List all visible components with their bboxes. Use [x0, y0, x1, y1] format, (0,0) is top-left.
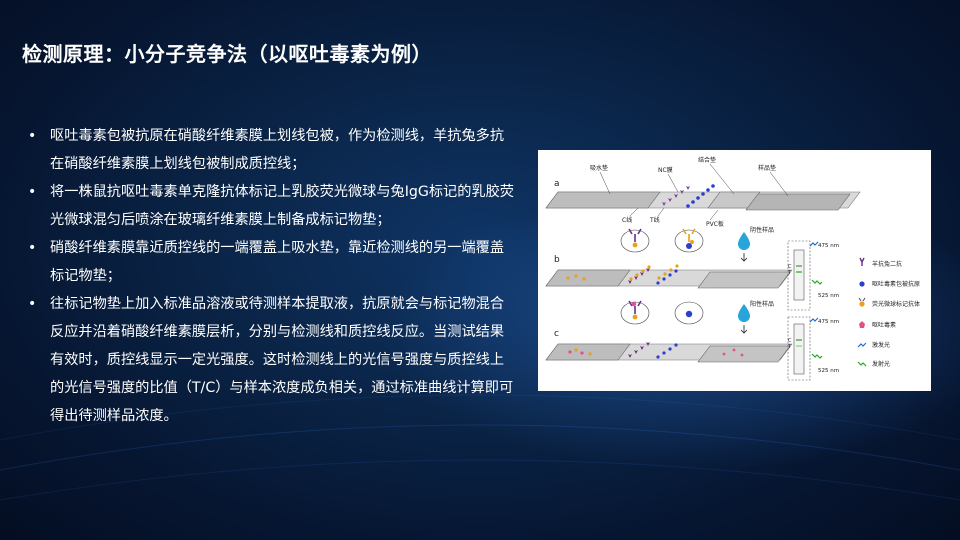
- absorbent-pad-c: [545, 343, 631, 361]
- drop-icon-c: [738, 304, 750, 322]
- wl-525-b: 525 nm: [818, 293, 839, 299]
- c-line-markers: [568, 342, 744, 359]
- legend-item: 发射光: [872, 360, 890, 368]
- bullet-item: 呕吐毒素包被抗原在硝酸纤维素膜上划线包被，作为检测线，羊抗兔多抗在硝酸纤维素膜上…: [28, 122, 518, 178]
- excitation-light-legend-icon: [857, 342, 867, 348]
- legend-item: 呕吐毒素: [872, 321, 896, 329]
- legend-item: 荧光微球标记抗体: [872, 300, 920, 308]
- t-mark-b: T: [787, 270, 792, 276]
- absorbent-pad-a: [545, 191, 661, 209]
- label-negative-sample: 阴性样品: [750, 226, 774, 234]
- coated-antigen-icon: [859, 281, 865, 287]
- label-c-line: C线: [622, 216, 632, 224]
- bullet-list: 呕吐毒素包被抗原在硝酸纤维素膜上划线包被，作为检测线，羊抗兔多抗在硝酸纤维素膜上…: [28, 122, 518, 430]
- row-label-b: b: [554, 255, 560, 265]
- label-t-line: T线: [649, 216, 660, 224]
- legend: 羊抗兔二抗 呕吐毒素包被抗原 荧光微球标记抗体 呕吐毒素 激发光 发射光: [857, 257, 920, 368]
- row-label-a: a: [554, 179, 560, 189]
- bullet-item: 往标记物垫上加入标准品溶液或待测样本提取液，抗原就会与标记物混合反应并沿着硝酸纤…: [28, 290, 518, 430]
- t-line-markers-a: [686, 184, 715, 208]
- excitation-light-icon: [809, 317, 819, 323]
- absorbent-pad-b: [545, 269, 631, 287]
- detector-box-c: [787, 316, 811, 381]
- c-mark-b: C: [788, 264, 792, 270]
- goat-antibody-icon: [859, 257, 865, 266]
- c-mark-c: C: [788, 338, 792, 344]
- label-positive-sample: 阳性样品: [750, 300, 774, 308]
- c-line-markers-a: [662, 186, 690, 206]
- detector-box-b: [787, 240, 811, 311]
- labeled-antibody-icon: [859, 301, 865, 307]
- bullet-item: 硝酸纤维素膜靠近质控线的一端覆盖上吸水垫，靠近检测线的另一端覆盖标记物垫；: [28, 234, 518, 290]
- drop-icon-b: [738, 232, 750, 250]
- legend-item: 羊抗兔二抗: [872, 260, 902, 268]
- t-mark-c: T: [787, 344, 792, 350]
- detector-strip-c: [793, 323, 805, 375]
- emission-light-icon: [811, 353, 823, 359]
- label-sample-pad: 样品垫: [758, 164, 776, 172]
- wl-525-c: 525 nm: [818, 368, 839, 374]
- b-line-markers: [566, 264, 679, 285]
- label-pvc-board: PVC板: [706, 220, 724, 228]
- legend-item: 呕吐毒素包被抗原: [872, 280, 920, 288]
- sample-pad-c: [697, 345, 791, 363]
- emission-light-icon: [811, 279, 823, 285]
- legend-item: 激发光: [872, 341, 890, 349]
- wl-475-b: 475 nm: [818, 243, 839, 249]
- excitation-light-icon: [809, 241, 819, 247]
- row-label-c: c: [554, 329, 559, 339]
- label-conjugate-pad: 结合垫: [698, 156, 716, 164]
- label-absorbent-pad: 吸水垫: [590, 164, 608, 172]
- sample-pad-b: [697, 271, 791, 289]
- conjugate-pad-a: [707, 191, 761, 209]
- bullet-item: 将一株鼠抗呕吐毒素单克隆抗体标记上乳胶荧光微球与兔IgG标记的乳胶荧光微球混匀后…: [28, 178, 518, 234]
- page-title: 检测原理：小分子竞争法（以呕吐毒素为例）: [22, 42, 432, 66]
- sample-pad-a: [745, 193, 851, 211]
- vomitoxin-icon: [859, 321, 865, 328]
- label-nc-membrane: NC膜: [658, 166, 673, 174]
- emission-light-legend-icon: [857, 361, 867, 367]
- detector-strip-b: [793, 249, 805, 301]
- assay-diagram: a 吸水垫 NC膜 结合垫 样品垫 C线 T线 PVC板 b: [538, 150, 931, 391]
- wl-475-c: 475 nm: [818, 319, 839, 325]
